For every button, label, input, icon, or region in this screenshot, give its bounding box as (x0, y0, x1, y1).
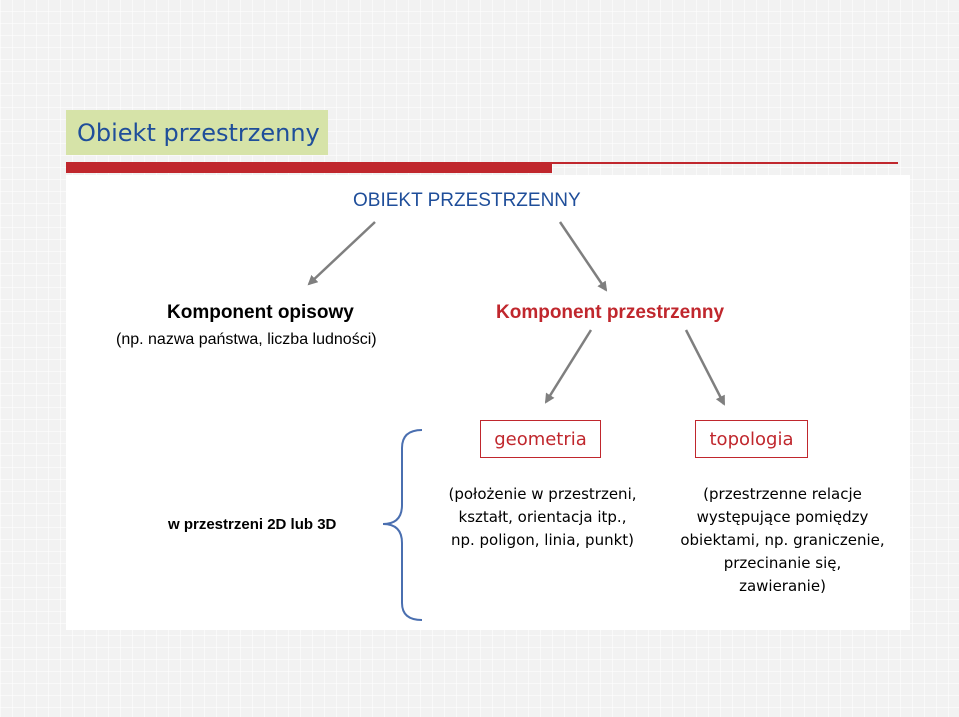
arrow-to-descriptive (307, 221, 376, 286)
topology-description-line: zawieranie) (739, 577, 826, 595)
brace-label: w przestrzeni 2D lub 3D (168, 516, 337, 533)
topology-node: topologia (695, 420, 808, 458)
arrow-to-topology (684, 329, 726, 406)
geometry-description-line: kształt, orientacja itp., (458, 508, 627, 526)
descriptive-component-example: (np. nazwa państwa, liczba ludności) (116, 331, 377, 348)
geometry-description-line: np. poligon, linia, punkt) (450, 531, 635, 549)
curly-brace (382, 429, 423, 621)
root-node-label: OBIEKT PRZESTRZENNY (353, 190, 581, 211)
topology-description-line: (przestrzenne relacje (703, 485, 862, 503)
arrow-to-geometry (544, 329, 593, 404)
geometry-description-line: (położenie w przestrzeni, (448, 485, 637, 503)
geometry-description: (położenie w przestrzeni, kształt, orien… (425, 483, 660, 552)
slide-title: Obiekt przestrzenny (66, 110, 328, 155)
geometry-node: geometria (480, 420, 601, 458)
slide-panel (66, 175, 910, 630)
descriptive-component-title: Komponent opisowy (167, 302, 354, 323)
topology-description: (przestrzenne relacje występujące pomięd… (660, 483, 905, 598)
title-underline-line (552, 162, 898, 164)
title-underline-bar (66, 162, 552, 173)
topology-description-line: przecinanie się, (723, 554, 842, 572)
arrow-to-spatial (558, 221, 608, 292)
topology-description-line: występujące pomiędzy (696, 508, 869, 526)
topology-description-line: obiektami, np. graniczenie, (680, 531, 885, 549)
spatial-component-title: Komponent przestrzenny (496, 302, 725, 323)
